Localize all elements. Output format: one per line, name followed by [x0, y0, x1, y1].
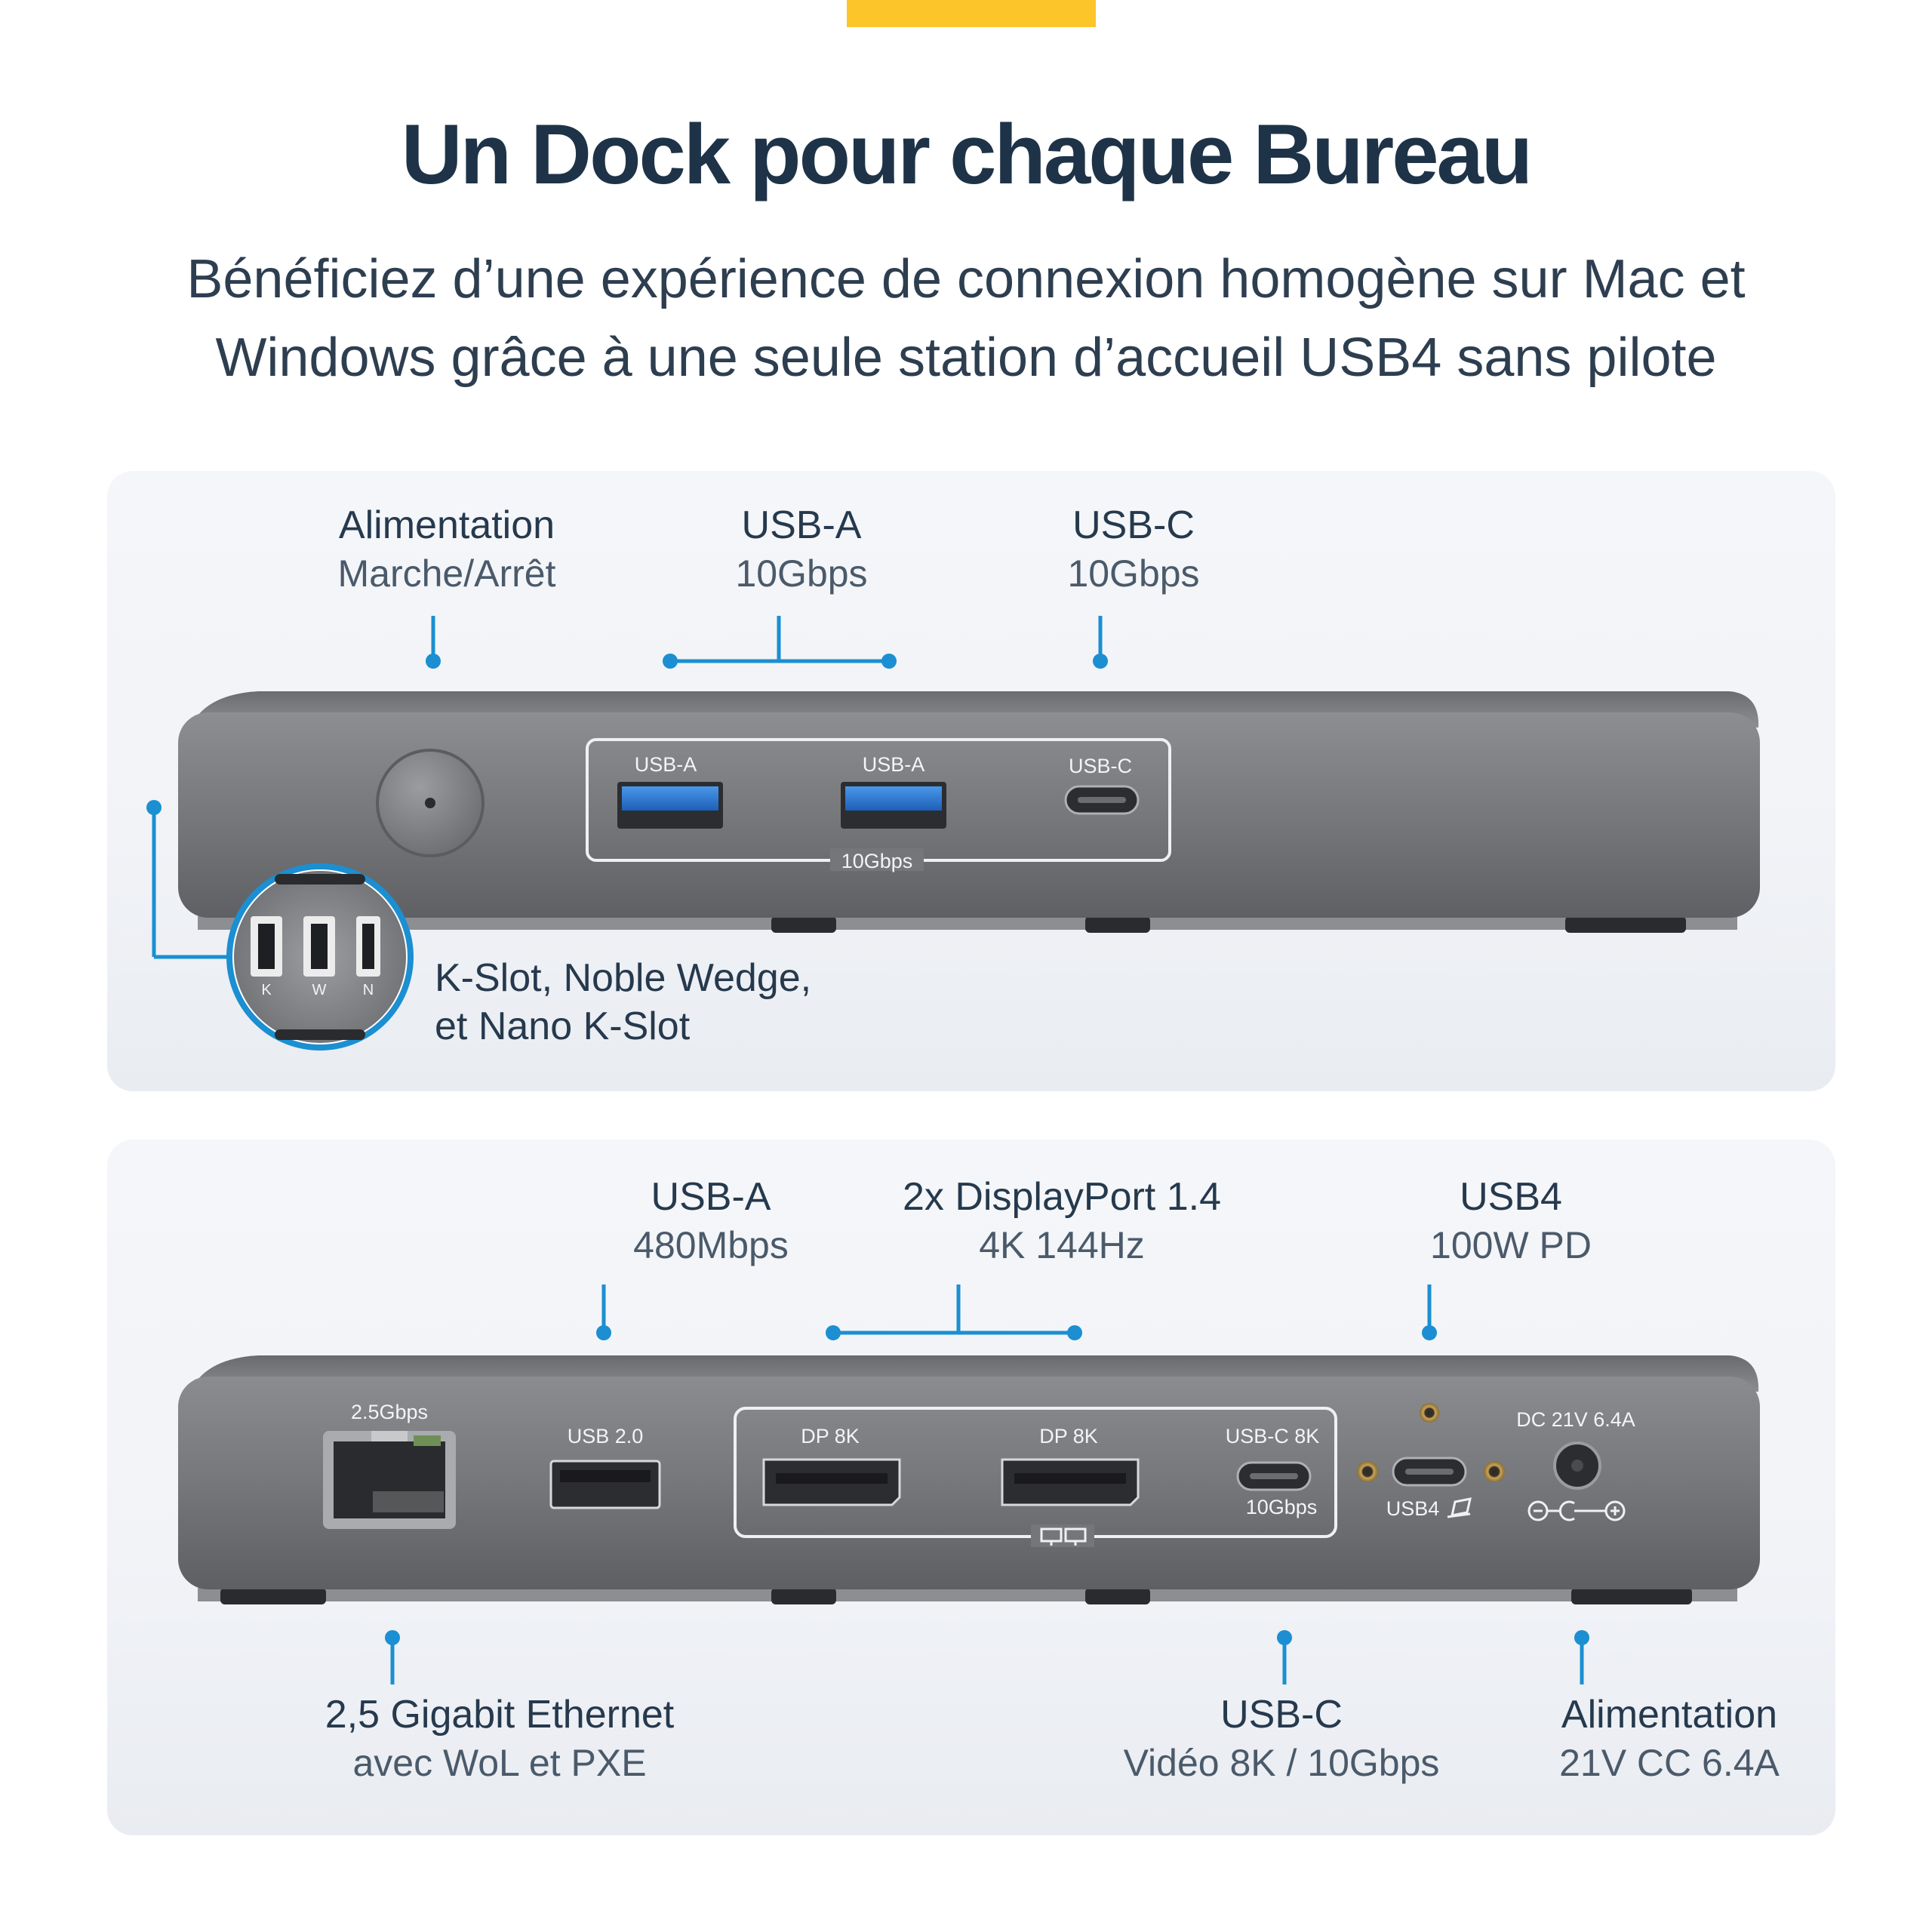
callout-title: USB-A [651, 1175, 771, 1219]
usb2-port-label: USB 2.0 [568, 1425, 644, 1447]
slot-label-n: N [363, 982, 374, 998]
dock-foot [771, 916, 836, 933]
front-dock-illustration: 10Gbps USB-A USB-A USB-C [146, 616, 1760, 1051]
page-title: Un Dock pour chaque Bureau [401, 107, 1533, 202]
callout-usb-c-video: USB-C Vidéo 8K / 10Gbps [1070, 1690, 1493, 1787]
rear-view-panel: USB-A 480Mbps 2x DisplayPort 1.4 4K 144H… [107, 1140, 1835, 1835]
callout-title: Alimentation [1561, 1693, 1778, 1737]
accent-bar [847, 0, 1096, 27]
dock-shadow [198, 916, 1737, 930]
callout-rear-usb-a: USB-A 480Mbps [575, 1173, 847, 1269]
usbc8k-speed-label: 10Gbps [1246, 1496, 1318, 1518]
callout-lock-line-1: K-Slot, Noble Wedge, [435, 956, 812, 1000]
dp-port-1-label: DP 8K [801, 1425, 860, 1447]
callout-subtitle: 4K 144Hz [979, 1224, 1145, 1266]
ethernet-port-label: 2.5Gbps [351, 1401, 428, 1423]
callout-title: USB-A [741, 503, 862, 547]
rear-callout-lines [385, 1284, 1589, 1684]
callout-front-usb-c: USB-C 10Gbps [983, 501, 1284, 598]
callout-title: USB-C [1220, 1693, 1343, 1737]
dock-body [178, 712, 1760, 918]
callout-title: 2x DisplayPort 1.4 [903, 1175, 1221, 1219]
callout-title: USB-C [1072, 503, 1195, 547]
callout-title: USB4 [1460, 1175, 1562, 1219]
usbc8k-port-label: USB-C 8K [1226, 1425, 1320, 1447]
usb4-screw [1420, 1403, 1439, 1423]
callout-title: Alimentation [338, 503, 555, 547]
usb-c-port-label: USB-C [1069, 755, 1132, 777]
callout-power-input: Alimentation 21V CC 6.4A [1503, 1690, 1835, 1787]
subtitle-line-1: Bénéficiez d’une expérience de connexion… [186, 249, 1746, 309]
usb4-port-label: USB4 [1386, 1497, 1440, 1520]
callout-power-button: Alimentation Marche/Arrêt [311, 501, 583, 598]
dual-monitor-icon [1040, 1527, 1087, 1546]
dock-foot [1085, 916, 1150, 933]
dock-body [178, 1377, 1760, 1589]
callout-title: 2,5 Gigabit Ethernet [325, 1693, 675, 1737]
slot-label-w: W [312, 982, 327, 998]
slot-label-k: K [261, 982, 272, 998]
dock-foot [220, 1588, 326, 1604]
security-slot-magnifier: K W N [226, 863, 414, 1051]
power-led [425, 798, 435, 808]
subtitle-line-2: Windows grâce à une seule station d’accu… [215, 328, 1717, 388]
front-view-panel: Alimentation Marche/Arrêt USB-A 10Gbps U… [107, 471, 1835, 1091]
dock-shadow [198, 1588, 1737, 1601]
usb4-screw [1357, 1461, 1378, 1482]
callout-subtitle: 10Gbps [1067, 552, 1200, 595]
callout-subtitle: 100W PD [1430, 1224, 1592, 1266]
callout-security-slots: K-Slot, Noble Wedge, et Nano K-Slot [435, 954, 963, 1051]
page-subtitle: Bénéficiez d’une expérience de connexion… [136, 240, 1796, 397]
usb-a-port-2-label: USB-A [863, 753, 925, 776]
dock-foot [1565, 916, 1686, 933]
callout-front-usb-a: USB-A 10Gbps [666, 501, 937, 598]
callout-subtitle: avec WoL et PXE [352, 1742, 647, 1784]
dc-polarity-icon [1527, 1500, 1626, 1521]
callout-subtitle: 10Gbps [735, 552, 868, 595]
callout-ethernet: 2,5 Gigabit Ethernet avec WoL et PXE [220, 1690, 779, 1787]
callout-subtitle: 480Mbps [633, 1224, 789, 1266]
rear-dock-illustration: 2.5Gbps USB 2.0 DP 8K DP 8K USB-C 8K 10G… [178, 1284, 1760, 1684]
callout-subtitle: Vidéo 8K / 10Gbps [1123, 1742, 1440, 1784]
usb2-port [549, 1460, 661, 1509]
callout-displayport: 2x DisplayPort 1.4 4K 144Hz [786, 1173, 1337, 1269]
dp-port-2-label: DP 8K [1039, 1425, 1098, 1447]
callout-subtitle: Marche/Arrêt [337, 552, 556, 595]
usb-a-port-1-label: USB-A [635, 753, 697, 776]
callout-usb4: USB4 100W PD [1352, 1173, 1669, 1269]
dock-foot [771, 1588, 836, 1604]
usb4-screw [1484, 1461, 1505, 1482]
dc-input-label: DC 21V 6.4A [1516, 1408, 1635, 1431]
dock-foot [1571, 1588, 1692, 1604]
front-speed-label: 10Gbps [841, 850, 913, 872]
front-callout-lines [146, 616, 1108, 959]
callout-subtitle: 21V CC 6.4A [1559, 1742, 1780, 1784]
callout-lock-line-2: et Nano K-Slot [435, 1004, 691, 1048]
laptop-icon [1447, 1497, 1472, 1518]
dock-foot [1085, 1588, 1150, 1604]
